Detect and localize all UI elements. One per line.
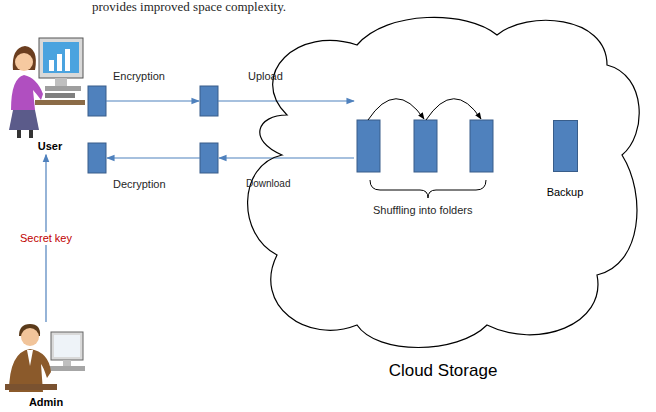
node-label: Backup [542, 186, 588, 199]
shuffle-arrow [368, 99, 481, 120]
cloud-storage: Cloud Storage Backup [237, 5, 655, 395]
step-label: Download [246, 178, 290, 190]
node-title: Cloud Storage [237, 361, 649, 381]
cloud-outline [237, 5, 649, 357]
edge-label: Secret key [19, 232, 73, 245]
admin-icon [0, 322, 87, 396]
user-icon: User [5, 30, 95, 153]
node-label: Admin [0, 396, 93, 409]
flow-arrow [106, 101, 354, 158]
step-label: Upload [248, 70, 283, 83]
step-label: Encryption [113, 70, 165, 83]
bracket [370, 180, 486, 198]
node-label: User [5, 140, 95, 153]
step-label: Decryption [113, 178, 166, 191]
admin-icon: Admin [0, 322, 93, 409]
file-box [88, 86, 493, 173]
group-label: Shuffling into folders [373, 204, 472, 217]
backup-box: Backup [542, 120, 588, 199]
user-icon [5, 30, 89, 140]
backup-file-box [553, 120, 578, 172]
body-text: provides improved space complexity. [92, 0, 286, 15]
